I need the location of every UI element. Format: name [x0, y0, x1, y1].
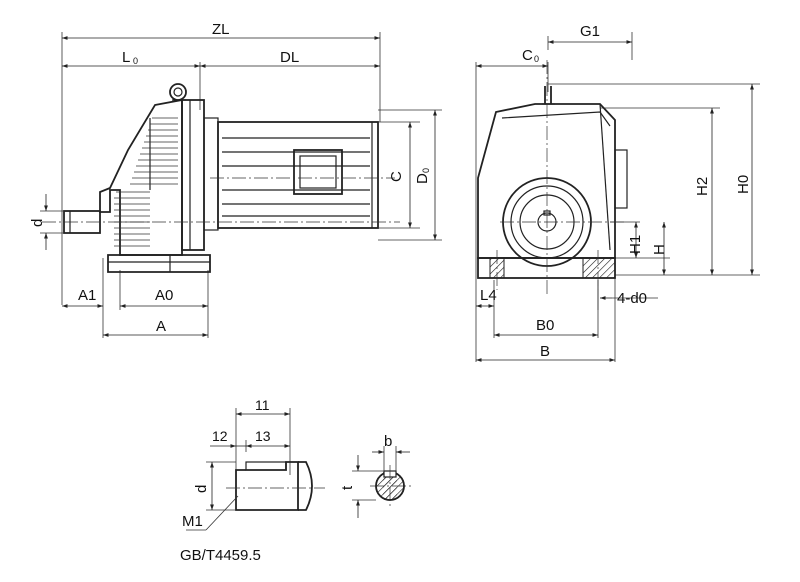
label-dim-13: 13 — [255, 428, 271, 444]
label-h0: H0 — [735, 175, 752, 194]
label-l4: L4 — [480, 287, 497, 304]
label-dim-11: 11 — [255, 397, 270, 413]
label-d0: D — [414, 173, 431, 184]
front-view — [475, 32, 760, 362]
label-h: H — [651, 244, 668, 255]
label-l0-sub: 0 — [133, 56, 138, 66]
label-b0: B0 — [536, 317, 554, 334]
label-a: A — [156, 318, 166, 335]
key-section — [352, 446, 412, 518]
label-l0: L — [122, 49, 130, 66]
shaft-detail — [186, 408, 325, 531]
label-key-t: t — [339, 485, 356, 490]
label-dim-12: 12 — [212, 428, 228, 444]
label-a0: A0 — [155, 287, 173, 304]
label-standard: GB/T4459.5 — [180, 547, 261, 564]
label-zl: ZL — [212, 21, 230, 38]
label-c: C — [388, 171, 405, 182]
label-h1: H1 — [627, 235, 644, 254]
label-c0-sub: 0 — [534, 54, 539, 64]
label-key-b: b — [384, 433, 392, 450]
label-b: B — [540, 343, 550, 360]
label-dl: DL — [280, 49, 299, 66]
label-4-d0: 4-d0 — [617, 290, 647, 307]
label-h2: H2 — [694, 177, 711, 196]
label-c0: C — [522, 47, 533, 64]
label-detail-d: d — [193, 485, 210, 493]
label-g1: G1 — [580, 23, 600, 40]
label-m1: M1 — [182, 513, 203, 530]
label-d: d — [29, 219, 46, 227]
label-a1: A1 — [78, 287, 96, 304]
side-view — [40, 32, 442, 338]
label-d0-sub: 0 — [421, 168, 431, 173]
